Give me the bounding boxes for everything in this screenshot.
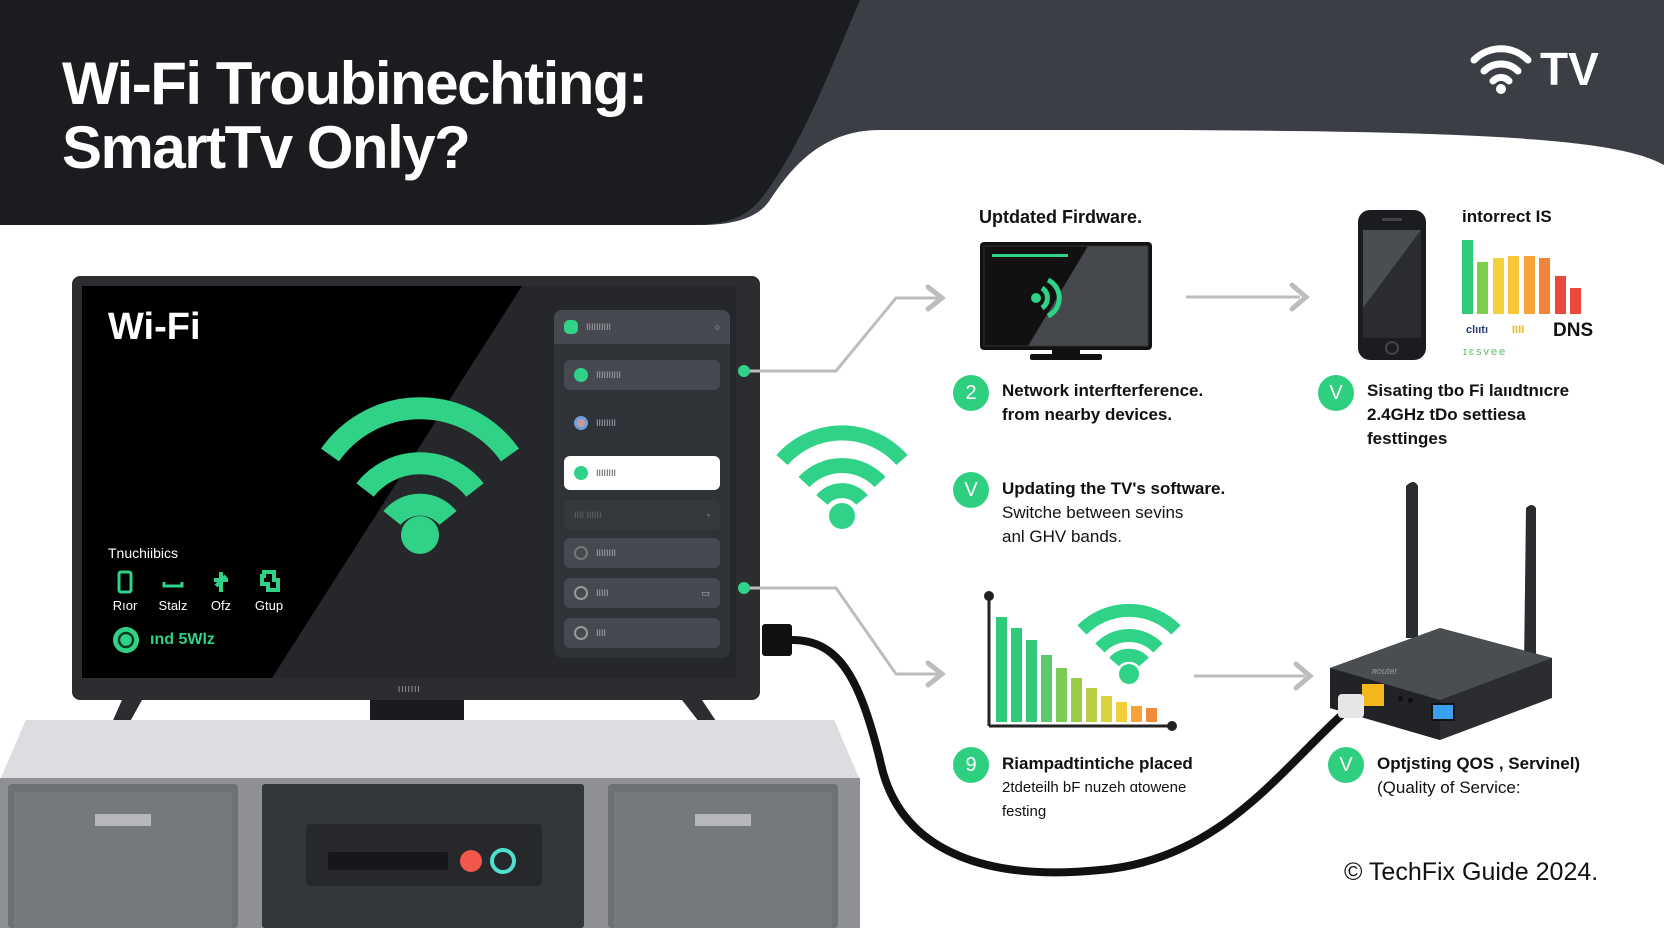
plug-icon	[214, 572, 228, 592]
drawer-right[interactable]	[608, 784, 838, 928]
panel-item[interactable]: IIIII ▭	[564, 578, 720, 608]
step-network-interference: Network interfterference. from nearby de…	[1002, 381, 1204, 424]
swirl-icon	[574, 416, 588, 430]
step-placement: Riampadtintiche placed 2tdeteilh bF nuze…	[1002, 754, 1193, 820]
band-toggle[interactable]: ınd 5Wlz	[112, 626, 215, 654]
radio-icon: ○	[714, 322, 720, 332]
wifi-icon	[1470, 45, 1532, 94]
quick-icon-plug[interactable]: Ofz	[204, 570, 238, 613]
quick-icon-bracket[interactable]: Stalz	[156, 570, 190, 613]
page-title: Wi-Fi Troubinechting: SmartTv Only?	[62, 50, 648, 181]
stb-red-button	[460, 850, 482, 872]
tv-screen-title: Wi-Fi	[108, 306, 201, 348]
green-leaf-icon	[574, 466, 588, 480]
brand-logo: TV	[1470, 42, 1599, 96]
wifi-icon-large	[321, 397, 519, 554]
set-top-box	[306, 824, 542, 886]
green-app-icon	[564, 320, 578, 334]
stb-display	[328, 852, 448, 870]
drawer-left[interactable]	[8, 784, 238, 928]
drawer-handle[interactable]	[95, 814, 151, 826]
dns-legend-2: IIII	[1512, 324, 1525, 336]
monitor-illustration	[980, 242, 1152, 360]
dns-label: DNS	[1553, 320, 1594, 341]
copyright-footer: © TechFix Guide 2024.	[1344, 858, 1599, 886]
stb-ring-button	[490, 848, 516, 874]
quick-icons: Rıor Stalz Ofz Gtup	[108, 570, 286, 613]
tv-brand-logo: IIIIIII	[398, 685, 421, 694]
quick-icon-puzzle[interactable]: Gtup	[252, 570, 286, 613]
wifi-icon-small	[1077, 603, 1181, 684]
step-badge: 2	[953, 375, 989, 411]
phone-icon	[117, 570, 133, 594]
panel-item-selected[interactable]: IIIIIIII	[564, 456, 720, 490]
signal-bar-chart	[984, 591, 1177, 731]
panel-item[interactable]: IIIIIIII	[564, 538, 720, 568]
panel-item[interactable]: IIII	[564, 618, 720, 648]
step-badge: 9	[953, 747, 989, 783]
wifi-icon-medium	[776, 425, 908, 529]
leaf-icon	[574, 368, 588, 382]
step-badge: V	[1328, 747, 1364, 783]
panel-item[interactable]: IIIIIIIIII ○	[554, 310, 730, 344]
dns-sub: ɪɛsvee	[1463, 346, 1508, 358]
title-line-2: SmartTv Only?	[62, 114, 471, 181]
panel-item[interactable]: IIII IIIIII ◦	[564, 500, 720, 530]
dns-legend-1: clııtı	[1466, 324, 1489, 336]
quick-icon-phone[interactable]: Rıor	[108, 570, 142, 613]
firmware-title: Uptdated Firdware.	[979, 207, 1143, 227]
drawer-handle[interactable]	[695, 814, 751, 826]
step-update-software: Updating the TV's software. Switche betw…	[1002, 479, 1226, 546]
circle-icon	[574, 586, 588, 600]
dns-title: intorrect IS	[1462, 207, 1552, 226]
power-ring-icon	[113, 627, 139, 653]
router-illustration: ʀouter	[1330, 482, 1552, 740]
panel-item[interactable]: IIIIIIIIII	[564, 360, 720, 390]
band-label: ınd 5Wlz	[150, 631, 215, 648]
circle-icon	[574, 626, 588, 640]
brand-text: TV	[1540, 43, 1599, 95]
tv-settings-panel: IIIIIIIIII ○ IIIIIIIIII IIIIIIII IIIIIII…	[554, 310, 730, 658]
bracket-icon	[162, 582, 184, 588]
step-band-settings: Sisating tbo Fi laııdtnıcre 2.4GHz tDo s…	[1367, 381, 1570, 448]
step-badge: V	[953, 472, 989, 508]
step-qos: Optjsting QOS , Servinel) (Quality of Se…	[1377, 754, 1581, 797]
router-brand: ʀouter	[1372, 666, 1398, 676]
troubleshoot-label: Tnuchiibics	[108, 545, 179, 561]
puzzle-icon	[260, 570, 280, 592]
step-badge: V	[1318, 375, 1354, 411]
dns-bar-chart	[1462, 240, 1581, 314]
settings-icon	[574, 546, 588, 560]
panel-item[interactable]: IIIIIIII	[564, 408, 720, 438]
window-icon: ▭	[701, 587, 710, 598]
title-line-1: Wi-Fi Troubinechting:	[62, 50, 648, 117]
cabinet-top	[0, 720, 860, 780]
phone-illustration	[1358, 210, 1426, 360]
